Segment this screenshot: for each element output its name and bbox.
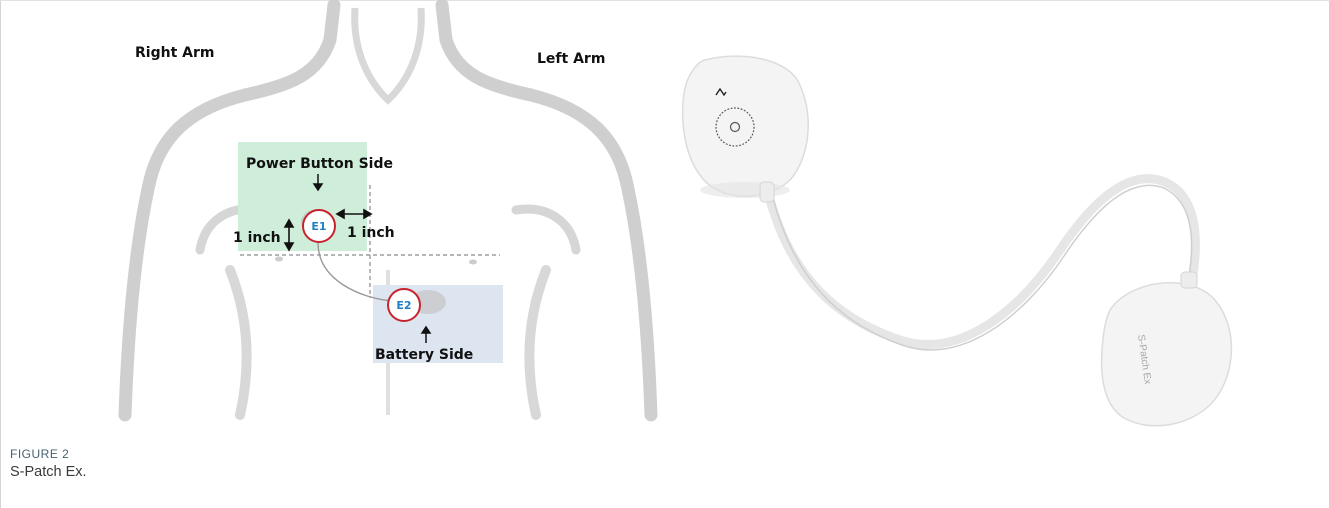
nipple-left <box>275 257 283 262</box>
nipple-right <box>469 260 477 265</box>
abdomen-right <box>529 270 546 415</box>
chest-right <box>516 209 576 250</box>
electrode-e2-label: E2 <box>396 299 411 312</box>
figure-caption: FIGURE 2 S-Patch Ex. <box>10 446 87 482</box>
device-illustration: S-Patch Ex <box>683 56 1232 426</box>
battery-side-label: Battery Side <box>375 347 473 363</box>
electrode-e1: E1 <box>301 209 335 242</box>
figure-label: FIGURE 2 <box>10 446 87 462</box>
battery-pod <box>1102 283 1232 426</box>
battery-pod-connector <box>1181 272 1197 288</box>
electrode-e1-label: E1 <box>311 220 326 233</box>
abdomen-left <box>230 270 247 415</box>
main-pod-shadow <box>700 182 790 198</box>
vertical-distance-label: 1 inch <box>233 230 281 246</box>
neck-inner <box>355 8 422 100</box>
power-button-side-label: Power Button Side <box>246 156 393 172</box>
horizontal-distance-label: 1 inch <box>347 225 395 241</box>
figure-title: S-Patch Ex. <box>10 462 87 482</box>
main-pod-connector <box>760 182 774 202</box>
main-pod <box>683 56 809 196</box>
right-arm-label: Right Arm <box>135 45 214 61</box>
left-arm-label: Left Arm <box>537 51 605 67</box>
figure-graphic: Right Arm Left Arm Power Button Side Bat… <box>0 0 1330 440</box>
